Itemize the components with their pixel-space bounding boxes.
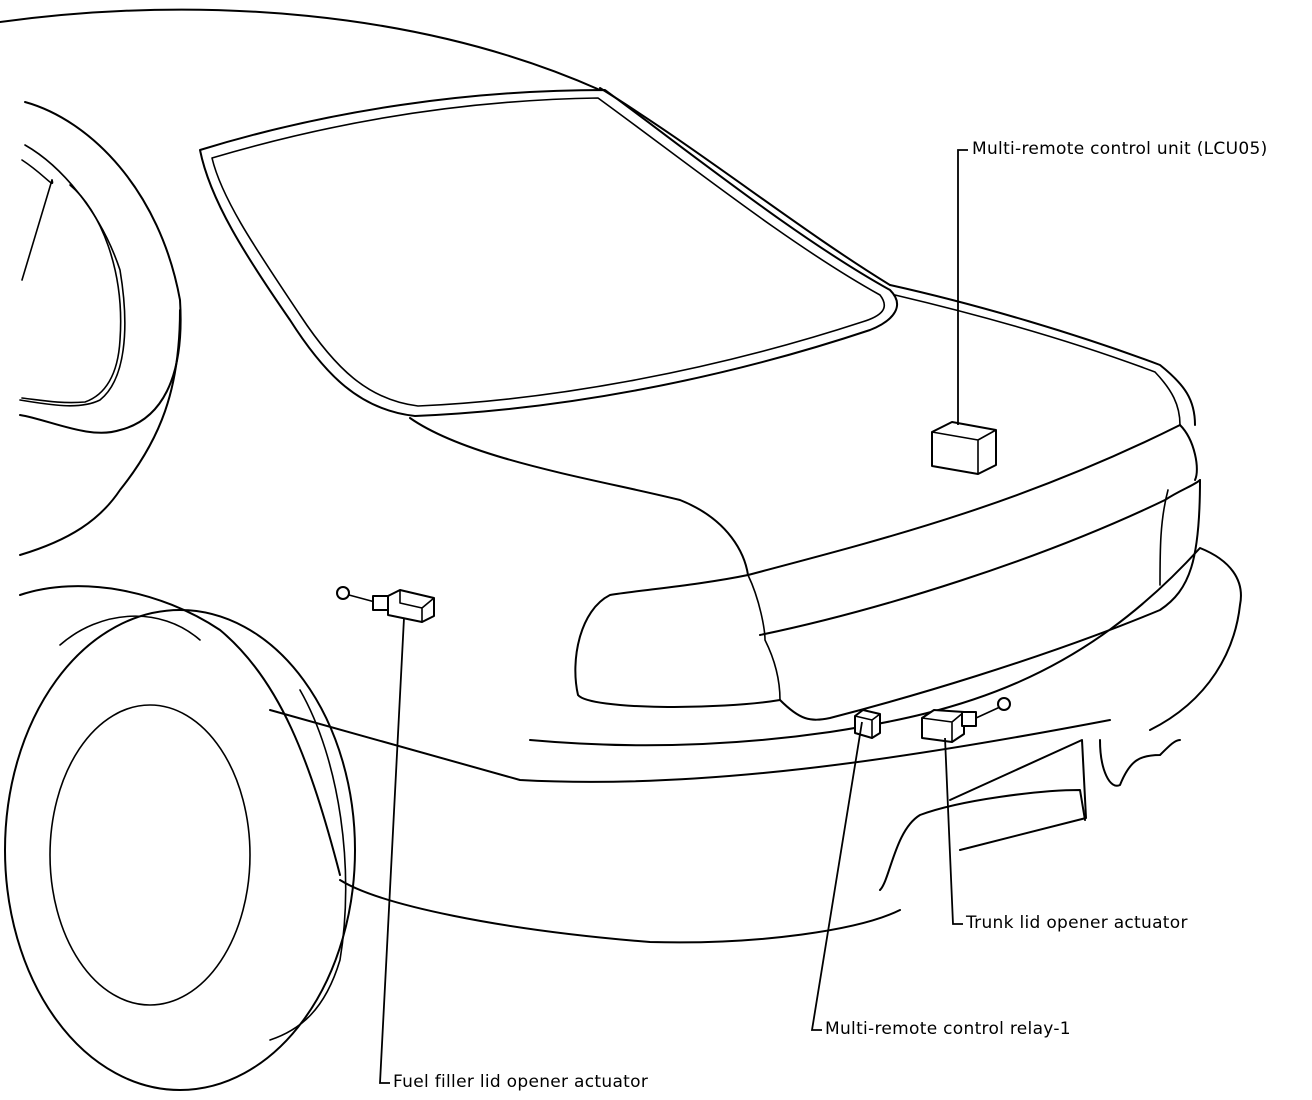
side-glass-frame xyxy=(19,144,126,407)
control-unit-box xyxy=(931,421,997,475)
trunk-actuator-part xyxy=(921,697,1011,743)
trunk-top-edge xyxy=(889,284,1196,426)
bumper-notch xyxy=(1099,739,1181,787)
c-pillar-line xyxy=(19,309,181,556)
quarter-contour xyxy=(409,417,749,576)
bumper-body-line xyxy=(269,709,1111,783)
leader-fuel-actuator xyxy=(379,617,405,1084)
side-glass-inner xyxy=(21,159,122,404)
roof-line xyxy=(0,8,601,91)
label-trunk-actuator: Trunk lid opener actuator xyxy=(966,913,1188,933)
trunk-top-edge-inner xyxy=(894,294,1181,426)
trunk-side-edge xyxy=(1179,424,1198,481)
wheel-arch-inner xyxy=(59,615,201,646)
tyre-outer xyxy=(4,609,356,1091)
label-fuel-actuator: Fuel filler lid opener actuator xyxy=(393,1072,649,1092)
tail-panel-top xyxy=(574,574,781,708)
tail-light-vertical xyxy=(747,574,781,701)
leader-relay xyxy=(810,721,863,1031)
leader-trunk-actuator xyxy=(944,737,963,925)
leader-control-unit xyxy=(957,149,968,425)
roof-to-trunk-line xyxy=(599,87,891,286)
tail-panel-bottom xyxy=(779,479,1201,721)
wheel-arch xyxy=(19,585,341,876)
tyre-side xyxy=(269,689,347,1041)
bumper-lower xyxy=(339,789,1086,944)
tail-panel-right xyxy=(1159,489,1169,586)
label-relay: Multi-remote control relay-1 xyxy=(825,1019,1071,1039)
rear-window-outer xyxy=(199,89,899,417)
bumper-top xyxy=(529,547,1242,747)
rear-window-inner xyxy=(211,97,886,407)
side-glass-outer xyxy=(19,101,182,434)
tail-panel-divider xyxy=(759,479,1201,636)
side-glass-pillar xyxy=(21,179,53,281)
label-control-unit: Multi-remote control unit (LCU05) xyxy=(972,139,1268,159)
license-recess xyxy=(949,739,1087,851)
fuel-actuator-part xyxy=(336,586,435,623)
tyre-inner xyxy=(49,704,251,1006)
trunk-lid-line xyxy=(747,424,1181,576)
relay-part xyxy=(854,709,881,739)
